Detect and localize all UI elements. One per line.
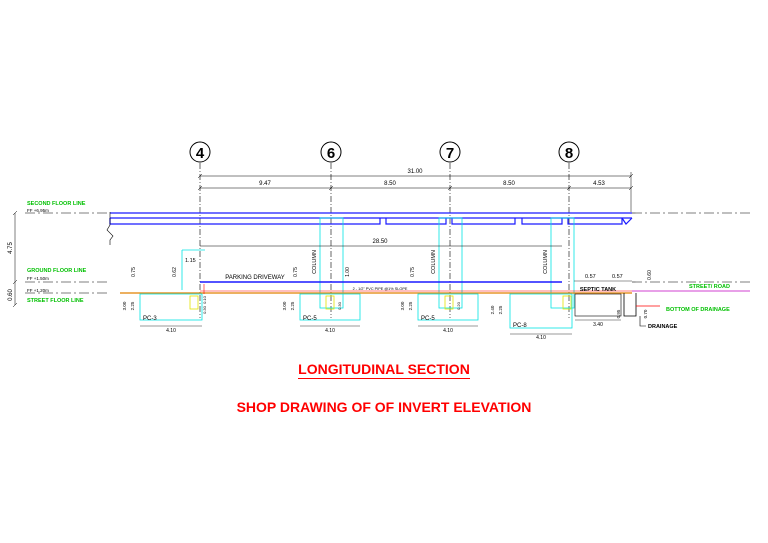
grid-bubble-7: 7 <box>439 141 461 163</box>
svg-text:6: 6 <box>327 145 335 162</box>
svg-text:PC-5: PC-5 <box>303 316 317 322</box>
drawing-subtitle: SHOP DRAWING OF OF INVERT ELEVATION <box>236 399 532 415</box>
svg-text:0.10: 0.10 <box>202 295 207 304</box>
svg-text:SEPTIC TANK: SEPTIC TANK <box>580 287 616 293</box>
svg-text:3.40: 3.40 <box>593 322 603 328</box>
dim-475: 4.75 <box>8 242 14 254</box>
pile-cap-pc5-b: PC-5 4.10 3.00 2.25 0.20 <box>400 293 479 334</box>
label-bottom-drainage: BOTTOM OF DRAINAGE <box>666 307 730 313</box>
top-dimensions <box>197 172 634 212</box>
break-line <box>106 212 114 245</box>
pile-cap-pc3: PC-3 4.10 3.00 2.25 0.10 0.30 <box>122 293 207 334</box>
dim-057-a: 0.57 <box>585 274 596 280</box>
svg-text:4: 4 <box>196 145 205 162</box>
dim-span-4: 4.53 <box>593 181 605 187</box>
label-ff-a: FF +6.95m <box>27 208 49 213</box>
svg-text:2.25: 2.25 <box>130 301 135 310</box>
svg-text:2.40: 2.40 <box>490 305 495 314</box>
svg-text:4.10: 4.10 <box>536 335 546 341</box>
svg-text:0.30: 0.30 <box>337 301 342 310</box>
svg-text:2.25: 2.25 <box>408 301 413 310</box>
dim-062: 0.62 <box>172 267 178 277</box>
grid-lines <box>199 163 570 318</box>
dim-115: 1.15 <box>185 258 196 264</box>
svg-text:PC-3: PC-3 <box>143 316 157 322</box>
svg-text:4.10: 4.10 <box>325 328 335 334</box>
dim-070: 0.70 <box>643 309 648 318</box>
slope-note: 2 - 1/2" PVC PIPE @1% SLOPE <box>353 287 408 291</box>
dim-057-b: 0.57 <box>612 274 623 280</box>
dim-095: 0.95 <box>616 309 621 318</box>
grid-bubble-6: 6 <box>320 141 342 163</box>
svg-text:3.00: 3.00 <box>282 301 287 310</box>
dim-075-c: 0.75 <box>410 267 416 277</box>
grid-bubble-4: 4 <box>189 141 211 163</box>
svg-text:2.25: 2.25 <box>290 301 295 310</box>
second-floor-slab <box>109 212 633 225</box>
svg-text:PC-8: PC-8 <box>513 323 527 329</box>
label-parking: PARKING DRIVEWAY <box>225 275 285 281</box>
label-ff-c: FF +1.20m <box>27 288 49 293</box>
column-label-1: COLUMN <box>312 250 318 274</box>
svg-text:7: 7 <box>446 145 454 162</box>
svg-text:0.30: 0.30 <box>202 305 207 314</box>
label-street-floor: STREET FLOOR LINE <box>27 298 84 304</box>
level-lines <box>25 212 750 294</box>
grid-bubble-8: 8 <box>558 141 580 163</box>
label-second-floor: SECOND FLOOR LINE <box>27 201 86 207</box>
svg-text:8: 8 <box>565 145 573 162</box>
svg-text:3.00: 3.00 <box>400 301 405 310</box>
dim-span-2: 8.50 <box>384 181 396 187</box>
label-ff-b: FF +1.50m <box>27 276 49 281</box>
dim-075-b: 0.75 <box>293 267 299 277</box>
svg-text:2.25: 2.25 <box>498 305 503 314</box>
svg-text:PC-5: PC-5 <box>421 316 435 322</box>
svg-text:0.20: 0.20 <box>456 301 461 310</box>
pile-cap-pc5-a: PC-5 4.10 3.00 2.25 0.30 <box>282 293 361 334</box>
columns <box>181 217 575 309</box>
pile-cap-pc8: PC-8 4.10 2.40 2.25 <box>490 293 573 341</box>
label-drainage: DRAINAGE <box>648 324 678 330</box>
dim-inner: 28.50 <box>372 239 388 245</box>
dim-overall: 31.00 <box>407 169 423 175</box>
dim-060-b: 0.60 <box>647 270 653 280</box>
dim-075-a: 0.75 <box>131 267 137 277</box>
svg-text:4.10: 4.10 <box>166 328 176 334</box>
label-ground-floor: GROUND FLOOR LINE <box>27 268 87 274</box>
dim-span-3: 8.50 <box>503 181 515 187</box>
label-street-road: STREET/ ROAD <box>689 284 730 290</box>
column-label-2: COLUMN <box>431 250 437 274</box>
left-dimension <box>12 210 18 308</box>
septic-tank: SEPTIC TANK 3.40 <box>574 287 622 328</box>
drawing-title: LONGITUDINAL SECTION <box>298 361 470 379</box>
drainage-leader <box>639 316 646 327</box>
column-label-3: COLUMN <box>543 250 549 274</box>
drainage-box <box>623 293 637 317</box>
dim-100: 1.00 <box>345 267 351 277</box>
svg-text:3.00: 3.00 <box>122 301 127 310</box>
svg-text:4.10: 4.10 <box>443 328 453 334</box>
dim-060: 0.60 <box>8 289 14 301</box>
dim-span-1: 9.47 <box>259 181 271 187</box>
